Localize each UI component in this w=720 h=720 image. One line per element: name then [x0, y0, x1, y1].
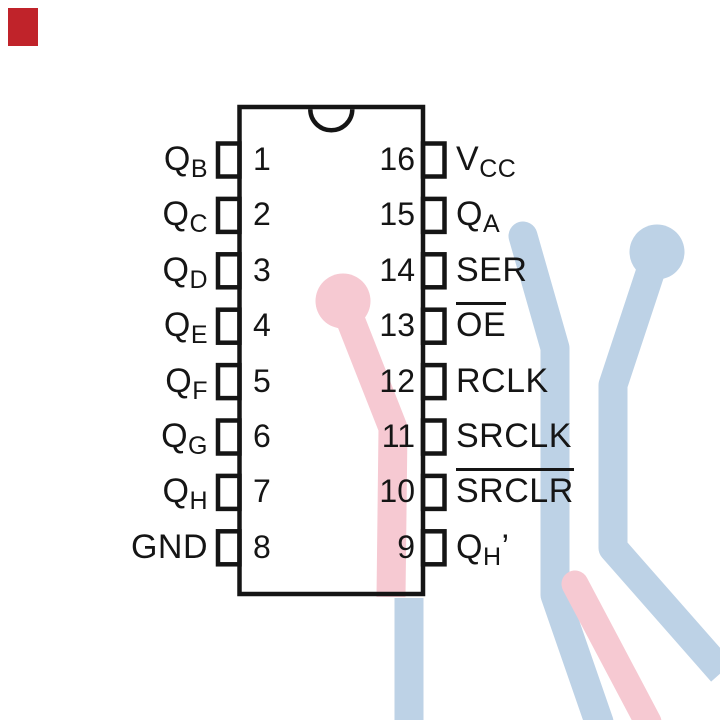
pin-box-9	[420, 529, 447, 567]
pin-box-10	[420, 473, 447, 512]
decor-blue-trace-1	[508, 221, 614, 720]
pin-label-3: QD	[162, 250, 208, 294]
pin-box-5	[215, 362, 242, 401]
pin-number-9: 9	[397, 528, 415, 565]
left-pin-labels: QB QC QD QE QF QG QH GND	[0, 132, 208, 575]
pin-box-4	[215, 307, 242, 345]
pin-number-1: 1	[253, 141, 271, 177]
decor-pink-traces	[329, 295, 662, 720]
pin-number-16: 16	[379, 141, 415, 177]
pin-box-6	[215, 418, 242, 456]
pin-label-16: VCC	[456, 140, 517, 183]
decor-pink-trace-1	[329, 295, 408, 598]
pin-label-9: QH’	[456, 527, 510, 571]
pin-number-5: 5	[253, 362, 271, 399]
chip-package	[215, 104, 447, 597]
decor-red-square	[8, 8, 38, 46]
pin-box-3	[215, 252, 242, 290]
pin-box-14	[420, 252, 447, 290]
decor-blue-traces	[394, 221, 720, 720]
pin-box-13	[420, 307, 447, 345]
pin-number-3: 3	[253, 251, 271, 288]
pin-number-2: 2	[253, 196, 271, 233]
pin-label-15: QA	[456, 195, 501, 239]
decor-pink-pad	[315, 273, 371, 329]
pin-box-15	[420, 196, 447, 235]
pin-number-13: 13	[379, 307, 415, 344]
pin-box-2	[215, 196, 242, 235]
decor-pink-trace-2	[561, 570, 662, 720]
pin-number-14: 14	[379, 251, 415, 288]
pin-box-12	[420, 362, 447, 401]
pin-label-11: SRCLK	[456, 416, 572, 455]
pin-box-11	[420, 418, 447, 456]
pin-label-1: QB	[163, 140, 208, 183]
active-low-overline: SRCLR	[456, 468, 574, 510]
pin-number-15: 15	[379, 196, 415, 233]
pin-box-16	[420, 141, 447, 179]
decor-blue-trace-2	[598, 247, 720, 682]
left-pin-numbers: 1 2 3 4 5 6 7 8	[253, 132, 323, 575]
pin-number-6: 6	[253, 417, 271, 454]
pin-number-12: 12	[379, 362, 415, 399]
right-pin-numbers: 16 15 14 13 12 11 10 9	[344, 132, 415, 575]
pin-label-10: SRCLR	[456, 464, 718, 519]
pin-label-7: QH	[162, 472, 208, 516]
pin-number-11: 11	[381, 417, 415, 454]
right-pin-labels: VCC QA SER OE RCLK SRCLK SRCLR QH’	[456, 132, 718, 575]
pin-box-7	[215, 473, 242, 512]
chip-notch	[308, 109, 355, 133]
pin-label-4: QE	[163, 306, 208, 350]
decor-blue-pad	[629, 224, 685, 280]
pin-number-4: 4	[253, 307, 271, 344]
prime-mark: ’	[501, 527, 510, 566]
pin-label-2: QC	[162, 195, 208, 239]
pin-label-8: GND	[130, 527, 208, 566]
pin-number-8: 8	[253, 528, 271, 565]
pin-box-8	[215, 529, 242, 567]
pin-number-10: 10	[379, 473, 415, 510]
pin-label-14: SER	[456, 250, 528, 289]
active-low-overline: OE	[456, 302, 507, 344]
pin-number-7: 7	[253, 473, 271, 510]
pin-label-12: RCLK	[456, 361, 549, 400]
pin-box-1	[215, 141, 242, 179]
pin-label-6: QG	[161, 416, 208, 460]
pin-label-13: OE	[456, 298, 718, 353]
chip-body-outline	[237, 104, 426, 597]
pin-label-5: QF	[165, 361, 208, 405]
